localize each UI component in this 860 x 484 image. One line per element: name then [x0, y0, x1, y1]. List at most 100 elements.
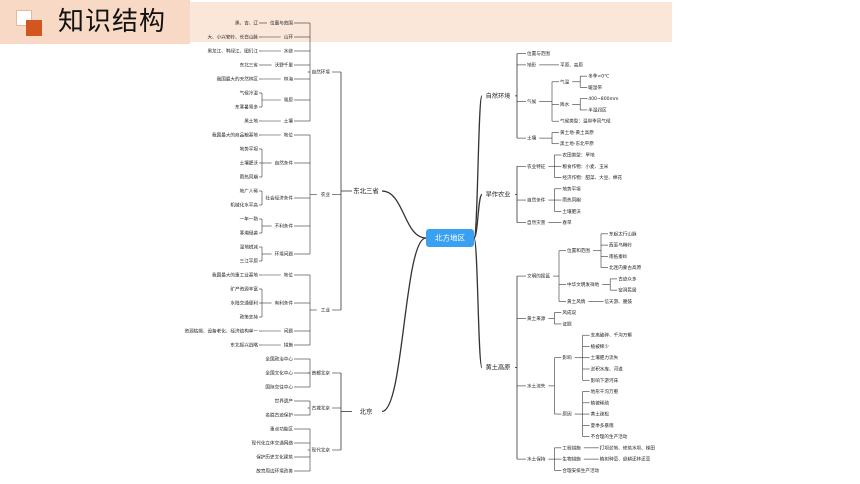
left-detail: 机械化水平高	[230, 202, 258, 209]
right-detail: 冬季<0℃	[588, 73, 609, 80]
right-subtopic: 黄土地-黄土高原	[560, 129, 594, 136]
right-subtopic: 原因	[562, 412, 572, 418]
left-detail: 东北三省	[240, 62, 259, 69]
left-subtopic: 国际交往中心	[265, 384, 293, 391]
left-subtopic: 土壤	[284, 118, 294, 125]
right-detail: 400~800mm	[588, 96, 619, 102]
right-subtopic: 土壤肥沃	[562, 208, 581, 215]
right-branch-3: 黄土高原	[486, 364, 511, 372]
right-detail: 古迹众多	[618, 275, 637, 282]
center-node-label: 北方地区	[435, 233, 465, 243]
right-topic: 水土保持	[527, 456, 546, 463]
right-subtopic: 影响	[562, 354, 572, 361]
right-subtopic: 春旱	[562, 219, 572, 226]
right-subtopic: 气温	[560, 78, 570, 85]
header-band	[190, 2, 672, 42]
right-detail: 黄土疏松	[591, 411, 610, 418]
left-detail: 我国最大的商品粮基地	[212, 132, 258, 139]
right-subtopic: 黑土地-东北平原	[560, 140, 594, 147]
left-subtopic: 不利条件	[275, 223, 294, 230]
right-topic: 位置与范围	[527, 50, 550, 57]
left-subtopic: 位置与范围	[270, 20, 293, 27]
right-detail: 南抵秦岭	[609, 253, 628, 260]
right-detail: 北连内蒙古高原	[609, 264, 642, 271]
right-detail: 打坝淤地、修筑水坝、梯田	[600, 444, 656, 451]
right-subtopic: 黄土风情	[567, 298, 586, 305]
left-detail: 黑龙江、鸭绿江、图们江	[207, 48, 258, 55]
left-detail: 黑、吉、辽	[235, 20, 258, 27]
left-topic: 自然环境	[312, 69, 331, 76]
left-topic: 首都北京	[312, 370, 331, 377]
right-branch-1: 自然环境	[486, 92, 511, 100]
right-subtopic: 合理安排生产活动	[562, 467, 599, 474]
right-subtopic: 位置和范围	[567, 247, 590, 254]
left-detail: 东北振兴战略	[230, 342, 258, 349]
left-detail: 我国最大的天然林区	[217, 76, 259, 83]
left-detail: 地势平坦	[240, 146, 259, 153]
right-topic: 地形	[527, 61, 537, 68]
left-detail: 三江平原	[240, 258, 259, 265]
left-detail: 一年一熟	[240, 216, 259, 223]
left-detail: 黑土地	[244, 118, 258, 125]
right-detail: 植树种草、退耕还林还草	[600, 456, 651, 463]
left-subtopic: 地位	[284, 132, 294, 139]
left-subtopic: 保护历史文化建筑	[256, 454, 293, 461]
left-subtopic: 水绕	[284, 48, 294, 55]
left-detail: 湿地锐减	[240, 244, 259, 251]
right-subtopic: 中华文明发祥地	[567, 281, 600, 288]
right-detail: 西至乌鞘岭	[609, 242, 632, 249]
right-detail: 植被稀疏	[591, 399, 610, 406]
left-detail: 矿产资源丰富	[230, 286, 258, 293]
left-detail: 大、小兴安岭、长白山脉	[207, 34, 258, 41]
right-detail: 东起太行山脉	[609, 230, 637, 237]
left-subtopic: 现代化立体交通网络	[252, 440, 294, 447]
left-subtopic: 社会经济条件	[265, 195, 293, 202]
right-topic: 自然灾害	[527, 219, 546, 226]
left-topic: 工业	[321, 307, 331, 314]
right-subtopic: 风成说	[562, 309, 576, 316]
left-detail: 气候冷湿	[240, 90, 259, 97]
right-detail: 窑洞民居	[618, 287, 637, 294]
left-subtopic: 措施	[284, 342, 294, 349]
left-subtopic: 世界遗产	[275, 398, 294, 405]
left-detail: 资源枯竭、设备老化、经济结构单一	[184, 328, 258, 335]
right-detail: 土壤肥力流失	[591, 354, 619, 361]
left-subtopic: 问题	[284, 328, 294, 335]
left-subtopic: 雪原	[284, 98, 294, 104]
right-detail: 半湿润区	[588, 106, 607, 113]
left-subtopic: 林海	[284, 76, 294, 83]
right-subtopic: 地势平坦	[562, 185, 581, 192]
right-subtopic: 粮食作物：小麦、玉米	[562, 163, 608, 170]
right-subtopic: 雨热同期	[562, 197, 581, 204]
right-branch-2: 旱作农业	[486, 190, 511, 198]
right-topic: 农业特征	[527, 163, 546, 170]
right-detail: 不合理的生产活动	[591, 433, 628, 440]
right-subtopic: 平原、高原	[560, 61, 583, 68]
left-subtopic: 环境问题	[275, 251, 294, 258]
left-subtopic: 故宫周边环境改善	[256, 468, 293, 475]
left-topic: 农业	[321, 191, 331, 198]
left-subtopic: 有利条件	[275, 300, 294, 307]
right-detail: 支离破碎、千沟万壑	[591, 332, 633, 339]
right-subtopic: 证据	[562, 320, 572, 327]
left-subtopic: 地位	[284, 272, 294, 279]
left-subtopic: 山环	[284, 34, 294, 41]
left-detail: 土壤肥沃	[240, 160, 259, 167]
left-detail: 地广人稀	[240, 188, 259, 195]
left-branch-2: 北京	[360, 407, 373, 416]
right-subtopic: 经济作物：甜菜、大豆、棉花	[562, 174, 622, 181]
right-detail: 淤积水库、河道	[591, 366, 624, 373]
right-subtopic: 气候类型：温带季风气候	[560, 118, 611, 125]
right-subtopic: 生物措施	[562, 456, 581, 463]
left-subtopic: 自然条件	[275, 160, 294, 167]
right-subtopic: 农田类型：旱地	[562, 152, 595, 159]
right-topic: 土壤	[527, 135, 537, 142]
left-branch-1: 东北三省	[353, 186, 379, 195]
header-square-filled	[26, 20, 42, 36]
right-detail: 暖温带	[588, 84, 602, 91]
right-detail: 地形千沟万壑	[591, 388, 619, 395]
left-topic: 现代北京	[312, 447, 331, 454]
right-topic: 文明的摇篮	[527, 273, 550, 280]
left-subtopic: 全国文化中心	[265, 370, 293, 377]
